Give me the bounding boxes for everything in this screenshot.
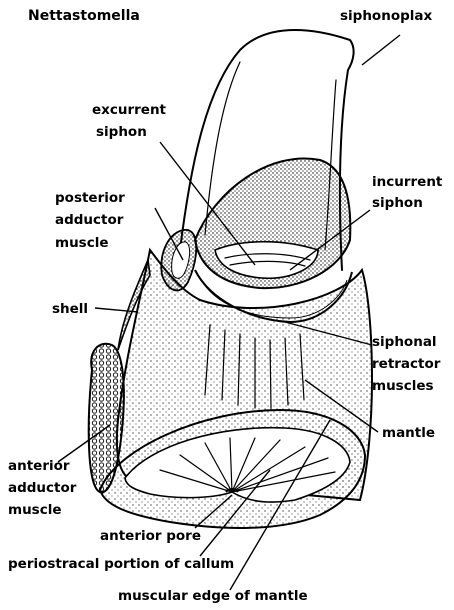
label-excurrent-line1: excurrent <box>92 102 167 118</box>
label-siphonal-line3: muscles <box>372 378 434 394</box>
label-siphonal-line2: retractor <box>372 356 441 372</box>
label-posterior-line3: muscle <box>55 235 109 251</box>
label-siphonal-line1: siphonal <box>372 334 437 350</box>
leader-siphonoplax <box>362 35 400 65</box>
label-posterior-line2: adductor <box>55 212 124 228</box>
posterior-adductor-muscle <box>161 230 196 291</box>
label-siphonoplax: siphonoplax <box>340 8 432 24</box>
label-muscular-edge: muscular edge of mantle <box>118 588 308 604</box>
label-anterior-line3: muscle <box>8 502 62 518</box>
label-excurrent-line2: siphon <box>96 124 147 140</box>
label-incurrent-line2: siphon <box>372 195 423 211</box>
label-periostracal-callum: periostracal portion of callum <box>8 556 234 572</box>
label-mantle: mantle <box>382 425 435 441</box>
label-anterior-pore: anterior pore <box>100 528 201 544</box>
label-incurrent-line1: incurrent <box>372 174 443 190</box>
label-anterior-line2: adductor <box>8 480 77 496</box>
diagram-title: Nettastomella <box>28 8 140 24</box>
label-anterior-line1: anterior <box>8 458 70 474</box>
label-posterior-line1: posterior <box>55 190 125 206</box>
label-shell: shell <box>52 301 88 317</box>
